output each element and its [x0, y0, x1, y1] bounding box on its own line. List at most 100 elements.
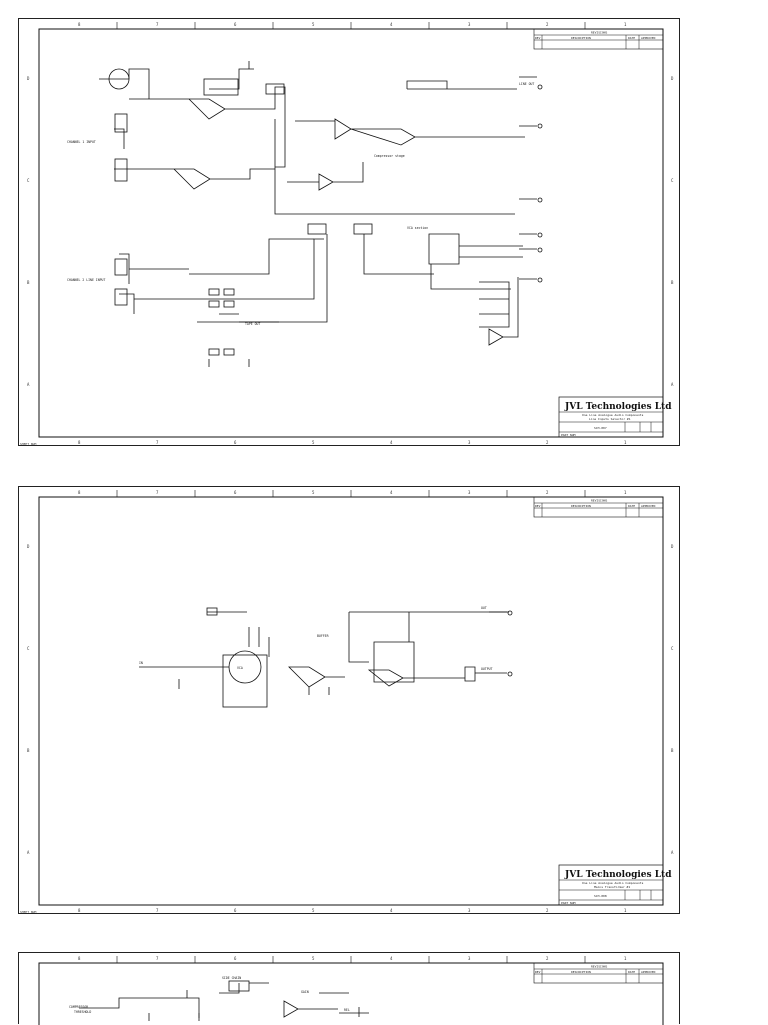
- revision-block: REVISIONS REV DESCRIPTION DATE APPROVED: [533, 28, 664, 50]
- footer-part-num: PART_NUM: [561, 433, 576, 437]
- zone-label-side: D: [671, 544, 674, 549]
- rev-col-desc: DESCRIPTION: [571, 36, 591, 40]
- label-in: IN: [139, 661, 143, 665]
- label-compressor-stage: Compressor stage: [374, 154, 405, 158]
- zone-label-side: C: [671, 646, 674, 651]
- rev-col-rev: REV: [535, 36, 541, 40]
- revision-block: REVISIONS REV DESCRIPTION DATE APPROVED: [533, 962, 664, 984]
- zone-label-side: B: [27, 280, 30, 285]
- zone-label-top: 7: [156, 22, 159, 27]
- revision-header: REVISIONS: [591, 965, 607, 969]
- label-rel: REL: [344, 1008, 350, 1012]
- rev-col-date: DATE: [628, 504, 635, 508]
- zone-label-side: A: [671, 382, 674, 387]
- title-line-2: Mains Transformer #1: [594, 885, 630, 889]
- zone-label-top: 3: [468, 490, 471, 495]
- label-side-chain: SIDE CHAIN: [222, 976, 241, 980]
- zone-label-bottom: 4: [390, 908, 393, 913]
- zone-label-side: A: [671, 850, 674, 855]
- zone-label-bottom: 5: [312, 908, 315, 913]
- label-tape-out: TAPE OUT: [245, 322, 260, 326]
- circuit-traces: [139, 607, 513, 708]
- circuit-labels: COMPRESSOR THRESHOLD SIDE CHAIN GAIN REL: [69, 976, 350, 1014]
- zone-label-bottom: 8: [78, 908, 81, 913]
- rev-col-approved: APPROVED: [641, 970, 656, 974]
- zone-label-bottom: 2: [546, 440, 549, 445]
- company-name: JVL Technologies Ltd: [564, 870, 672, 880]
- zone-label-side: B: [27, 748, 30, 753]
- rev-col-approved: APPROVED: [641, 36, 656, 40]
- circuit-traces: [79, 980, 369, 1021]
- zone-label-bottom: 6: [234, 440, 237, 445]
- title-block: JVL Technologies Ltd One Line Analogue A…: [558, 396, 672, 438]
- title-line-1: One Line Analogue Audio Components: [582, 881, 644, 885]
- zone-label-top: 5: [312, 490, 315, 495]
- zone-label-top: 6: [234, 22, 237, 27]
- circuit-labels: CHANNEL 1 INPUT CHANNEL 2 LINE INPUT Com…: [67, 82, 534, 326]
- label-gain: GAIN: [301, 990, 309, 994]
- zone-label-side: A: [27, 382, 30, 387]
- label-channel-1-input: CHANNEL 1 INPUT: [67, 140, 96, 144]
- title-line-1: One Line Analogue Audio Components: [582, 413, 644, 417]
- zone-label-top: 5: [312, 22, 315, 27]
- company-name: JVL Technologies Ltd: [564, 402, 672, 412]
- zone-label-bottom: 3: [468, 908, 471, 913]
- zone-label-side: C: [27, 178, 30, 183]
- zone-label-top: 8: [78, 956, 81, 961]
- zone-label-top: 3: [468, 22, 471, 27]
- label-vca-section: VCA section: [407, 226, 428, 230]
- zone-label-top: 1: [624, 490, 627, 495]
- label-vca: VCA: [237, 666, 243, 670]
- label-out: OUT: [481, 606, 487, 610]
- label-buffer: BUFFER: [317, 634, 329, 638]
- label-threshold: THRESHOLD: [74, 1010, 91, 1014]
- revision-block: REVISIONS REV DESCRIPTION DATE APPROVED: [533, 496, 664, 518]
- zone-label-bottom: 2: [546, 908, 549, 913]
- zone-label-top: 7: [156, 490, 159, 495]
- zone-label-side: D: [27, 544, 30, 549]
- zone-label-top: 1: [624, 22, 627, 27]
- label-line-out: LINE OUT: [519, 82, 534, 86]
- zone-label-bottom: 5: [312, 440, 315, 445]
- label-output: OUTPUT: [481, 667, 493, 671]
- drawing-number: SCH-008: [594, 894, 607, 898]
- zone-label-top: 7: [156, 956, 159, 961]
- corner-mark: SHEET_NUM: [20, 442, 37, 446]
- zone-label-top: 3: [468, 956, 471, 961]
- rev-col-desc: DESCRIPTION: [571, 970, 591, 974]
- drawing-number: SCH-007: [594, 426, 607, 430]
- zone-label-side: C: [27, 646, 30, 651]
- zone-label-side: A: [27, 850, 30, 855]
- circuit-traces: [99, 61, 543, 367]
- revision-header: REVISIONS: [591, 499, 607, 503]
- zone-label-top: 1: [624, 956, 627, 961]
- zone-label-side: D: [671, 76, 674, 81]
- zone-label-top: 4: [390, 956, 393, 961]
- title-block: JVL Technologies Ltd One Line Analogue A…: [558, 864, 672, 906]
- revision-header: REVISIONS: [591, 31, 607, 35]
- zone-label-bottom: 7: [156, 908, 159, 913]
- rev-col-date: DATE: [628, 970, 635, 974]
- zone-label-bottom: 1: [624, 440, 627, 445]
- zone-label-bottom: 4: [390, 440, 393, 445]
- zone-label-top: 6: [234, 956, 237, 961]
- rev-col-rev: REV: [535, 504, 541, 508]
- zone-label-top: 2: [546, 490, 549, 495]
- zone-label-top: 4: [390, 22, 393, 27]
- rev-col-rev: REV: [535, 970, 541, 974]
- zone-label-bottom: 7: [156, 440, 159, 445]
- zone-label-side: B: [671, 280, 674, 285]
- circuit-labels: IN OUT VCA BUFFER OUTPUT: [139, 606, 493, 671]
- zone-label-side: B: [671, 748, 674, 753]
- zone-label-bottom: 6: [234, 908, 237, 913]
- corner-mark: SHEET_NUM: [20, 910, 37, 914]
- zone-label-top: 2: [546, 956, 549, 961]
